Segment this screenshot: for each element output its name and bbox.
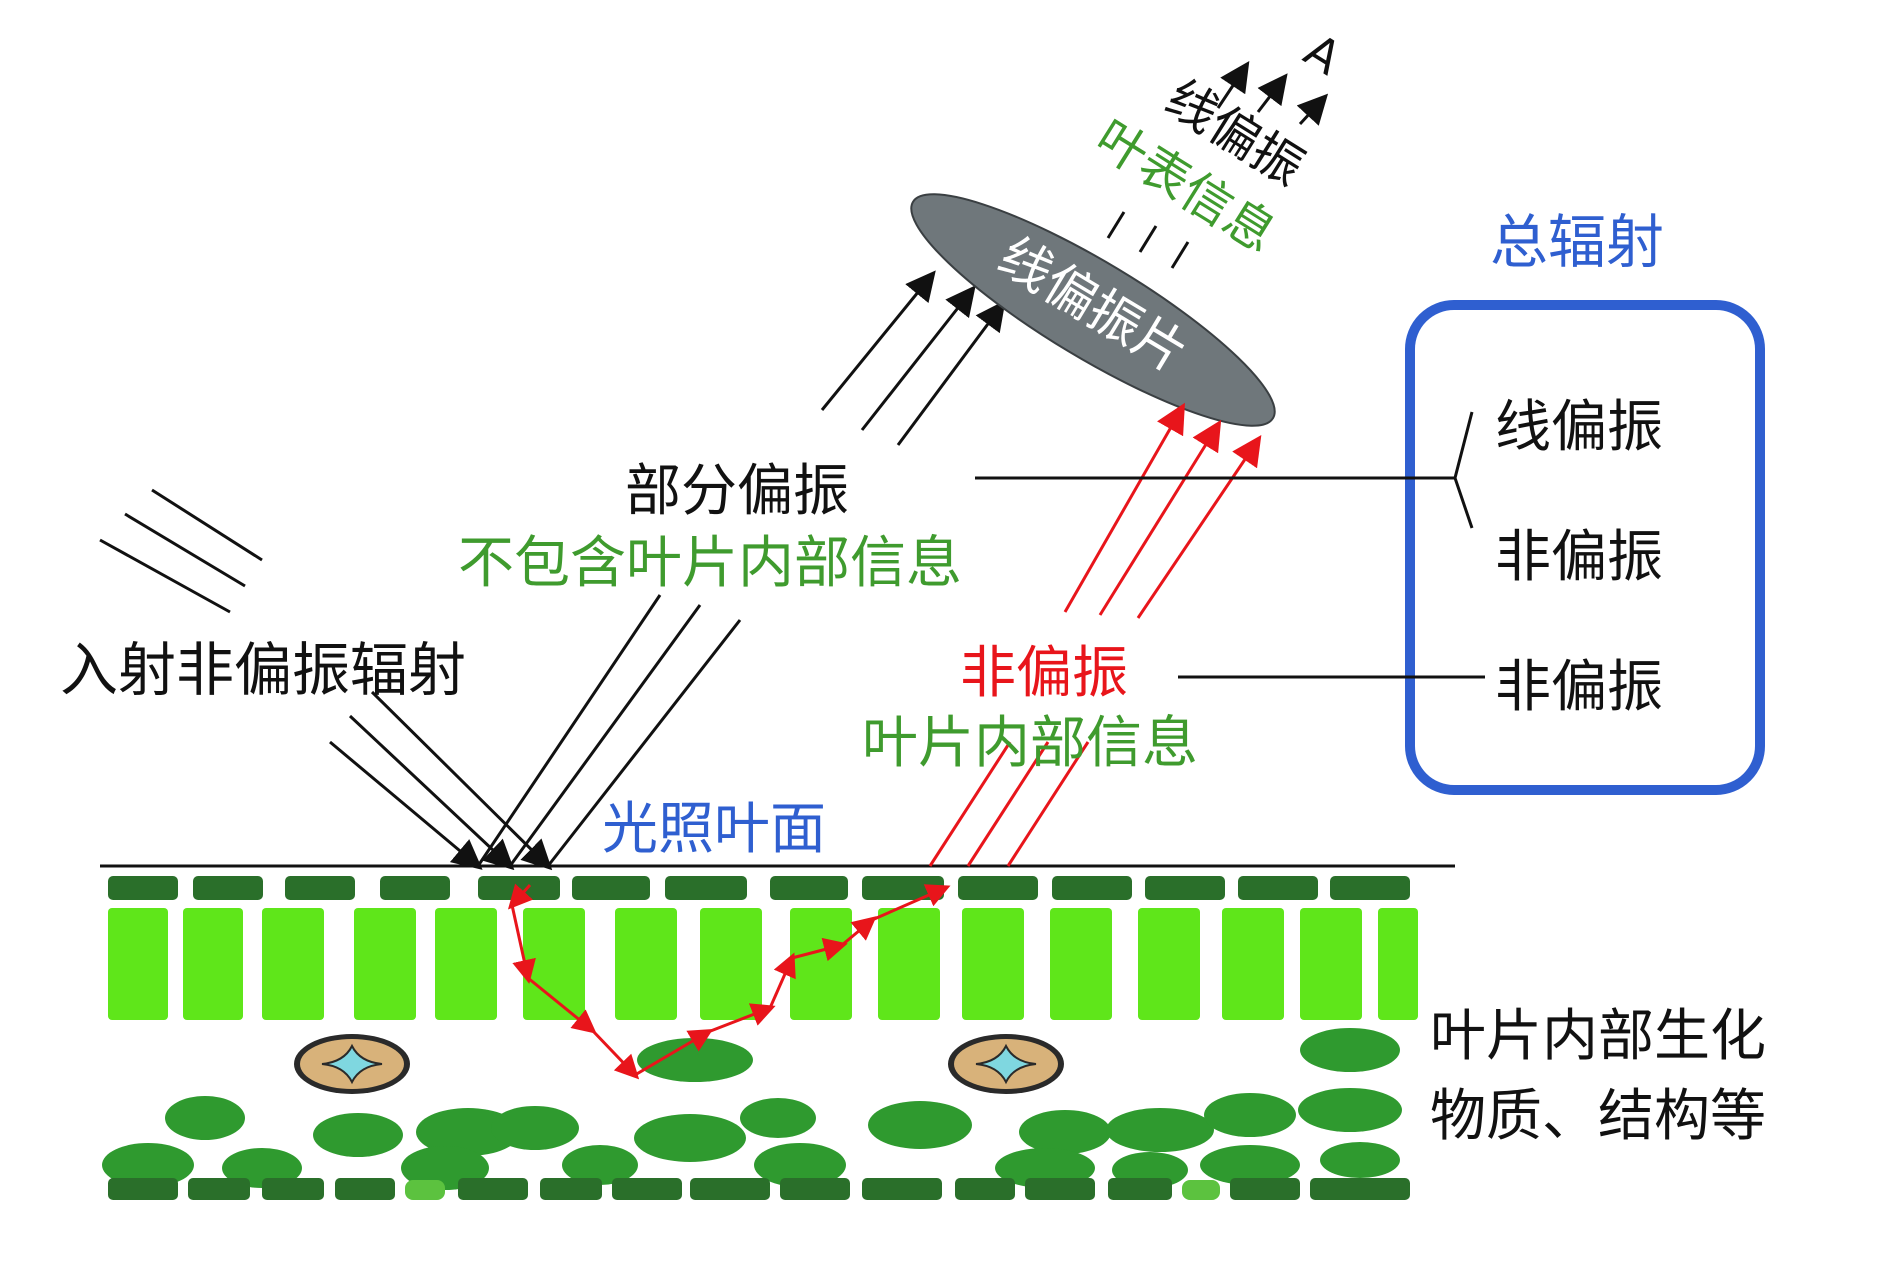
unpolarized-red-label: 非偏振 — [960, 641, 1128, 706]
point-a-label: A — [1295, 23, 1351, 86]
partial-polarized-label: 部分偏振 — [625, 459, 849, 524]
total-radiation-title: 总辐射 — [1490, 208, 1664, 276]
incident-decorative-lines — [99, 488, 263, 614]
reflected-rays-lower — [476, 594, 742, 867]
box-unpolarized-1: 非偏振 — [1495, 525, 1663, 590]
total-radiation-box — [1405, 300, 1765, 795]
incident-rays — [329, 690, 553, 871]
transmitted-dash-lines — [1106, 211, 1190, 269]
internal-properties-line2: 物质、结构等 — [1430, 1084, 1766, 1149]
lower-epidermis — [108, 1178, 1410, 1200]
box-unpolarized-2: 非偏振 — [1495, 655, 1663, 720]
vascular-bundle-left — [294, 1034, 410, 1094]
upper-epidermis — [108, 876, 1410, 900]
leaf-cross-section — [100, 864, 1455, 1200]
vascular-bundle-right — [948, 1034, 1064, 1094]
connector-lines — [975, 411, 1485, 679]
box-linear-polarized: 线偏振 — [1495, 395, 1663, 460]
lit-surface-label: 光照叶面 — [602, 797, 826, 862]
red-rays-lower — [928, 741, 1090, 867]
internal-info-label: 叶片内部信息 — [862, 711, 1198, 776]
internal-scattering-path — [507, 883, 951, 1080]
no-internal-info-label: 不包含叶片内部信息 — [458, 531, 962, 596]
incident-radiation-label: 入射非偏振辐射 — [60, 636, 466, 704]
reflected-rays-upper — [820, 270, 1006, 446]
spongy-mesophyll — [102, 1028, 1402, 1190]
palisade-layer — [108, 908, 1418, 1020]
transmitted-arrows — [1216, 61, 1329, 126]
red-rays-upper — [1063, 402, 1262, 619]
internal-properties-line1: 叶片内部生化 — [1430, 1004, 1766, 1069]
